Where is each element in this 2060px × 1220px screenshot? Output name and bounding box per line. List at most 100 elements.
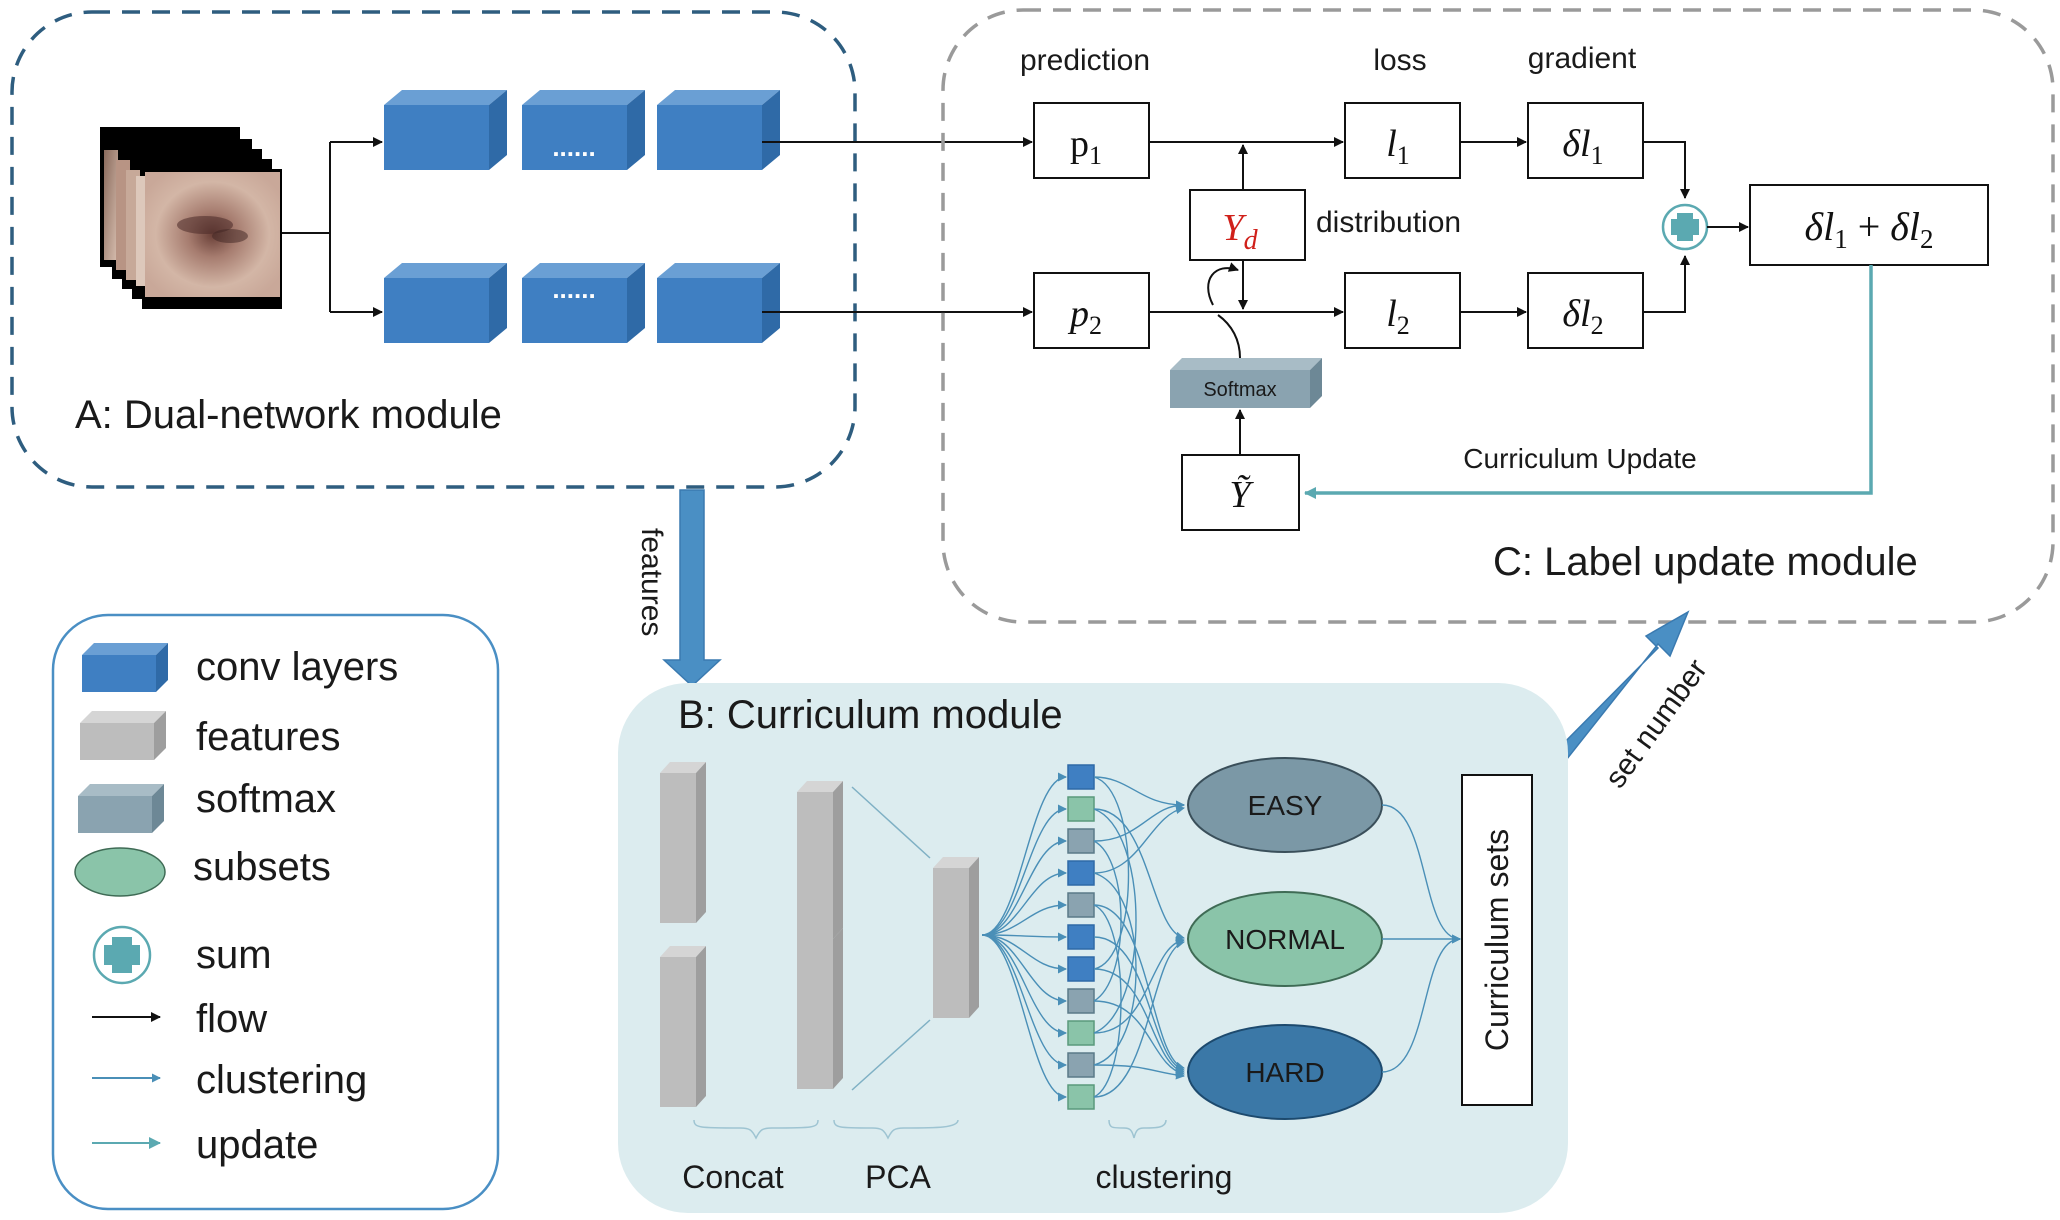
conv-block: ...... <box>522 90 645 170</box>
l2-box <box>1344 272 1461 349</box>
feature-bar <box>797 928 843 1089</box>
reduced-feature-bar <box>933 857 979 1018</box>
module-c-title: C: Label update module <box>1493 540 1918 584</box>
conv-block <box>657 90 780 170</box>
yd-box <box>1189 189 1306 261</box>
l1-box <box>1344 102 1461 179</box>
legend-softmax-label: softmax <box>196 777 336 821</box>
module-a-border <box>10 10 857 489</box>
svg-text:δl1 + δl2: δl1 + δl2 <box>1805 204 1934 254</box>
dl1-base: l <box>1580 123 1591 165</box>
legend-clustering-label: clustering <box>196 1058 367 1102</box>
feature-bar <box>660 946 706 1107</box>
l2-sub: 2 <box>1397 311 1410 340</box>
sum-s2: 2 <box>1920 224 1934 254</box>
svg-text:p1: p1 <box>1070 123 1102 170</box>
features-arrow: features <box>635 489 722 688</box>
ytilde-label: Ỹ <box>1229 474 1254 516</box>
legend-update-label: update <box>196 1123 318 1167</box>
legend-features-label: features <box>196 715 341 759</box>
svg-text:l1: l1 <box>1386 123 1410 170</box>
curriculum-update-label: Curriculum Update <box>1463 443 1696 474</box>
l2-base: l <box>1386 293 1397 335</box>
distribution-label: distribution <box>1316 206 1461 239</box>
pca-label: PCA <box>865 1159 931 1195</box>
subset-normal: NORMAL <box>1187 891 1383 987</box>
svg-text:δl1: δl1 <box>1562 123 1603 170</box>
sum-plus: + <box>1848 204 1891 249</box>
dl2-box <box>1527 272 1644 349</box>
p1-base: p <box>1070 123 1089 165</box>
conv-layers-icon <box>82 643 168 692</box>
legend-conv-layers-label: conv layers <box>196 645 398 689</box>
sum-b2: l <box>1909 204 1920 249</box>
p2-box <box>1033 272 1150 349</box>
clustering-label: clustering <box>1096 1159 1233 1195</box>
header-prediction: prediction <box>1020 44 1150 77</box>
sum-node <box>1661 203 1709 251</box>
curriculum-module: B: Curriculum module <box>618 683 1568 1213</box>
p1-box <box>1033 102 1150 179</box>
sum-d2: δ <box>1890 204 1910 249</box>
module-a-title: A: Dual-network module <box>75 393 502 437</box>
dl2-base: l <box>1580 293 1591 335</box>
legend: conv layers features softmax subsets sum… <box>51 613 500 1211</box>
feature-bar <box>797 781 843 939</box>
ytilde-box <box>1181 454 1300 531</box>
features-icon <box>80 711 166 760</box>
feature-bar <box>660 762 706 923</box>
header-loss: loss <box>1373 44 1426 77</box>
l1-sub: 1 <box>1397 141 1410 170</box>
softmax-block: Softmax <box>1170 358 1322 408</box>
dl1-box <box>1527 102 1644 179</box>
dl2-sub: 2 <box>1591 311 1604 340</box>
sum-result-box <box>1749 184 1989 266</box>
yd-sub: d <box>1244 225 1259 256</box>
sum-s1: 1 <box>1834 224 1848 254</box>
features-label: features <box>635 528 668 636</box>
module-c-border <box>941 8 2055 624</box>
p2-base: p <box>1067 293 1089 335</box>
subset-normal-label: NORMAL <box>1225 924 1345 955</box>
label-update-module: prediction loss gradient p1 p2 l1 l2 δl1… <box>941 8 2055 624</box>
svg-text:δl2: δl2 <box>1562 293 1603 340</box>
subset-hard: HARD <box>1187 1024 1383 1120</box>
legend-box <box>51 613 500 1211</box>
subset-easy-label: EASY <box>1248 790 1323 821</box>
p1-sub: 1 <box>1089 141 1102 170</box>
dual-network-module: ...... ...... A: Dual-network module <box>10 10 857 489</box>
clustering-arrows <box>981 772 1185 1102</box>
header-gradient: gradient <box>1528 42 1637 75</box>
svg-text:Yd: Yd <box>1222 207 1258 256</box>
ellipsis-label: ...... <box>552 274 595 304</box>
svg-text:l2: l2 <box>1386 293 1410 340</box>
curriculum-sets-label: Curriculum sets <box>1479 829 1515 1051</box>
sum-d1: δ <box>1805 204 1825 249</box>
conv-block: ...... <box>522 263 645 343</box>
ellipsis-label: ...... <box>552 132 595 162</box>
set-number-label: set number <box>1599 653 1714 794</box>
dl1-delta: δ <box>1562 123 1581 165</box>
curriculum-sets-box <box>1461 774 1533 1106</box>
dl2-delta: δ <box>1562 293 1581 335</box>
legend-subsets-label: subsets <box>193 845 331 889</box>
module-b-title: B: Curriculum module <box>678 693 1063 737</box>
svg-text:p2: p2 <box>1067 293 1102 340</box>
bottom-braces <box>693 1119 1167 1140</box>
conv-block <box>384 90 507 170</box>
l1-base: l <box>1386 123 1397 165</box>
legend-sum-label: sum <box>196 933 272 977</box>
dl1-sub: 1 <box>1591 141 1604 170</box>
legend-flow-label: flow <box>196 997 267 1041</box>
sum-icon <box>92 925 152 985</box>
set-number-arrow: set number <box>1543 610 1714 794</box>
concat-label: Concat <box>682 1159 784 1195</box>
input-image-stack <box>100 127 282 309</box>
subset-easy: EASY <box>1187 757 1383 853</box>
conv-block <box>657 263 780 343</box>
softmax-label: Softmax <box>1203 379 1276 401</box>
cluster-items <box>1067 764 1095 1110</box>
p2-sub: 2 <box>1089 311 1102 340</box>
subset-hard-label: HARD <box>1245 1057 1324 1088</box>
